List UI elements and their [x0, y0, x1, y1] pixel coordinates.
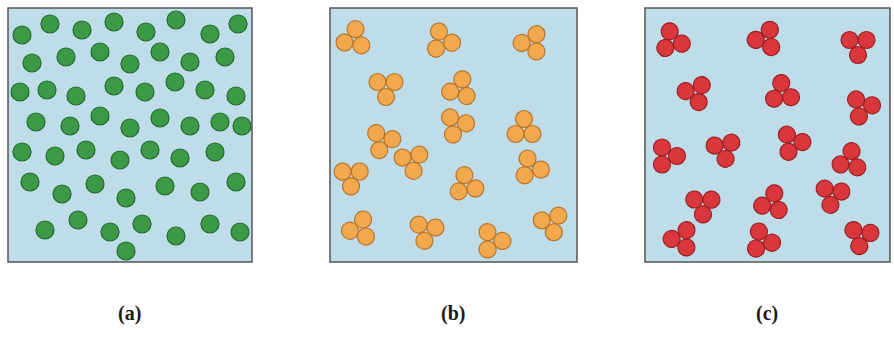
panel-b: [330, 8, 577, 262]
panel-label: (a): [118, 302, 141, 325]
trimers-orange: [331, 18, 576, 261]
panel-label: (c): [756, 302, 778, 325]
trimers-red: [651, 15, 884, 259]
monomers: [11, 11, 251, 260]
panel-a: [8, 8, 252, 262]
panel-c: [645, 8, 890, 262]
panel-label: (b): [441, 302, 465, 325]
